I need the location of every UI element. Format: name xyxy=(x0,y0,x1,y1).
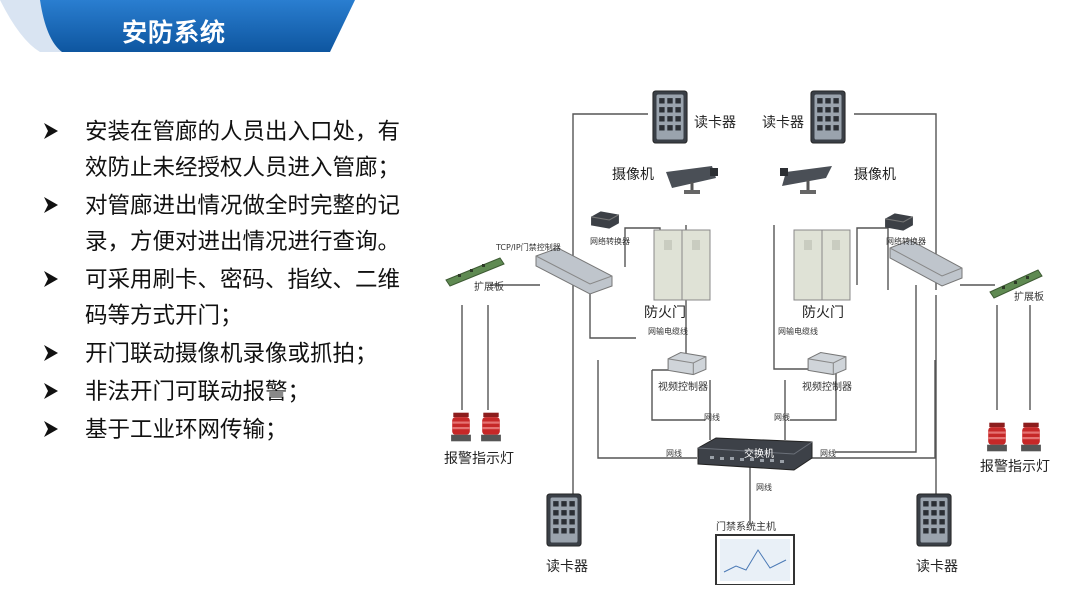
network-cable-label: 网线 xyxy=(820,449,836,458)
list-item: 基于工业环网传输； xyxy=(42,412,422,448)
arrow-bullet-icon xyxy=(44,345,58,361)
list-item: 安装在管廊的人员出入口处，有效防止未经授权人员进入管廊； xyxy=(42,114,422,186)
page-title: 安防系统 xyxy=(122,18,227,47)
alarm-light-label: 报警指示灯 xyxy=(444,451,514,467)
list-item-text: 安装在管廊的人员出入口处，有效防止未经授权人员进入管廊； xyxy=(85,119,401,181)
network-converter-icon xyxy=(884,212,914,232)
network-converter-icon xyxy=(590,210,620,230)
banner-shape xyxy=(0,0,355,52)
alarm-light-icon xyxy=(481,412,501,442)
fire-door-label: 防火门 xyxy=(644,305,686,321)
arrow-bullet-icon xyxy=(44,123,58,139)
card-reader-label: 读卡器 xyxy=(546,559,588,575)
card-reader-icon xyxy=(652,90,688,144)
switch-label: 交换机 xyxy=(744,449,774,460)
camera-label: 摄像机 xyxy=(612,167,654,183)
card-reader-icon xyxy=(810,90,846,144)
camera-icon xyxy=(780,166,832,194)
feature-list: 安装在管廊的人员出入口处，有效防止未经授权人员进入管廊； 对管廊进出情况做全时完… xyxy=(42,114,422,450)
arrow-bullet-icon xyxy=(44,421,58,437)
video-controller-icon xyxy=(667,351,707,376)
list-item-text: 基于工业环网传输； xyxy=(85,417,288,443)
expansion-board-label: 扩展板 xyxy=(1014,292,1044,303)
list-item-text: 对管廊进出情况做全时完整的记录，方便对进出情况进行查询。 xyxy=(85,193,401,255)
power-line-label: 网输电缆线 xyxy=(778,327,818,336)
card-reader-label: 读卡器 xyxy=(694,115,736,131)
expansion-board-icon xyxy=(445,257,505,287)
network-cable-label: 网线 xyxy=(704,413,720,422)
diagram-drawing xyxy=(445,90,1043,585)
network-cable-label: 网线 xyxy=(774,413,790,422)
expansion-board-label: 扩展板 xyxy=(474,282,504,293)
video-controller-label: 视频控制器 xyxy=(658,382,708,393)
list-item-text: 非法开门可联动报警； xyxy=(85,379,311,405)
host-computer-icon xyxy=(715,534,795,585)
alarm-light-icon xyxy=(987,422,1007,452)
camera-label: 摄像机 xyxy=(854,167,896,183)
network-cable-label: 网线 xyxy=(756,483,772,492)
arrow-bullet-icon xyxy=(44,197,58,213)
alarm-light-label: 报警指示灯 xyxy=(980,459,1050,475)
fire-door-label: 防火门 xyxy=(802,305,844,321)
list-item: 可采用刷卡、密码、指纹、二维码等方式开门； xyxy=(42,262,422,334)
arrow-bullet-icon xyxy=(44,271,58,287)
card-reader-icon xyxy=(916,493,952,547)
converter-label: 网络转换器 xyxy=(590,237,630,246)
expansion-board-icon xyxy=(989,269,1043,299)
video-controller-label: 视频控制器 xyxy=(802,382,852,393)
title-banner: 安防系统 xyxy=(0,0,360,56)
fire-door-icon xyxy=(653,229,711,301)
switch-icon xyxy=(697,437,813,471)
door-controller-icon xyxy=(889,239,963,287)
card-reader-label: 读卡器 xyxy=(762,115,804,131)
converter-label: 网络转换器 xyxy=(886,237,926,246)
alarm-light-icon xyxy=(1021,422,1041,452)
arrow-bullet-icon xyxy=(44,383,58,399)
host-label: 门禁系统主机 xyxy=(716,522,776,533)
video-controller-icon xyxy=(807,351,847,376)
door-controller-icon xyxy=(535,247,613,295)
controller-label: TCP/IP门禁控制器 xyxy=(496,243,561,252)
list-item: 非法开门可联动报警； xyxy=(42,374,422,410)
alarm-light-icon xyxy=(451,412,471,442)
list-item: 对管廊进出情况做全时完整的记录，方便对进出情况进行查询。 xyxy=(42,188,422,260)
network-cable-label: 网线 xyxy=(666,449,682,458)
power-line-label: 网输电缆线 xyxy=(648,327,688,336)
list-item-text: 开门联动摄像机录像或抓拍； xyxy=(85,341,378,367)
fire-door-icon xyxy=(793,229,851,301)
list-item-text: 可采用刷卡、密码、指纹、二维码等方式开门； xyxy=(85,267,401,329)
access-control-diagram: 读卡器 读卡器 读卡器 读卡器 摄像机 摄像机 防火门 防火门 TCP/IP门禁… xyxy=(440,80,1055,585)
card-reader-icon xyxy=(546,493,582,547)
list-item: 开门联动摄像机录像或抓拍； xyxy=(42,336,422,372)
card-reader-label: 读卡器 xyxy=(916,559,958,575)
camera-icon xyxy=(666,166,718,194)
